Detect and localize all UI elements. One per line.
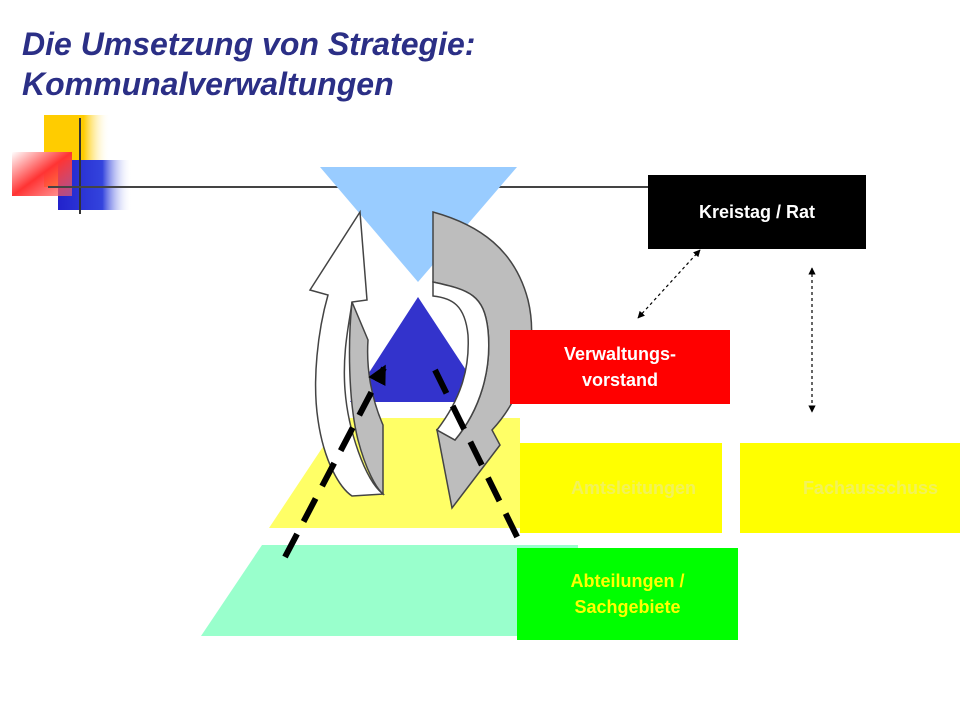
kreistag-box: Kreistag / Rat [648, 175, 866, 249]
dashed-arrow-up [282, 364, 387, 559]
cycle-arrow-right-face [432, 281, 490, 441]
title-line-2: Kommunalverwaltungen [22, 66, 394, 102]
slide-title: Die Umsetzung von Strategie: Kommunalver… [22, 24, 475, 104]
abteilungen-label: Abteilungen / Sachgebiete [570, 571, 685, 617]
verwaltungsvorstand-label: Verwaltungs- vorstand [563, 344, 677, 390]
colored-squares-logo [12, 115, 132, 214]
fachausschuss-label: Fachausschuss [802, 478, 938, 498]
amtsleitungen-label: Amtsleitungen [570, 478, 696, 498]
pyramid-bottom-layer [201, 545, 578, 636]
title-line-1: Die Umsetzung von Strategie: [22, 26, 476, 62]
fachausschuss-box: Fachausschuss [740, 443, 960, 533]
inverted-triangle [320, 167, 517, 282]
amtsleitungen-box: Amtsleitungen [520, 443, 722, 533]
dashed-arrow-down [432, 368, 561, 624]
verwaltungsvorstand-box: Verwaltungs- vorstand [510, 330, 730, 404]
abteilungen-box: Abteilungen / Sachgebiete [517, 548, 738, 640]
connector-vorstand-kreistag [637, 249, 701, 319]
logo-square-red [12, 152, 72, 196]
cycle-arrow-left [308, 209, 386, 497]
kreistag-label: Kreistag / Rat [698, 202, 816, 222]
